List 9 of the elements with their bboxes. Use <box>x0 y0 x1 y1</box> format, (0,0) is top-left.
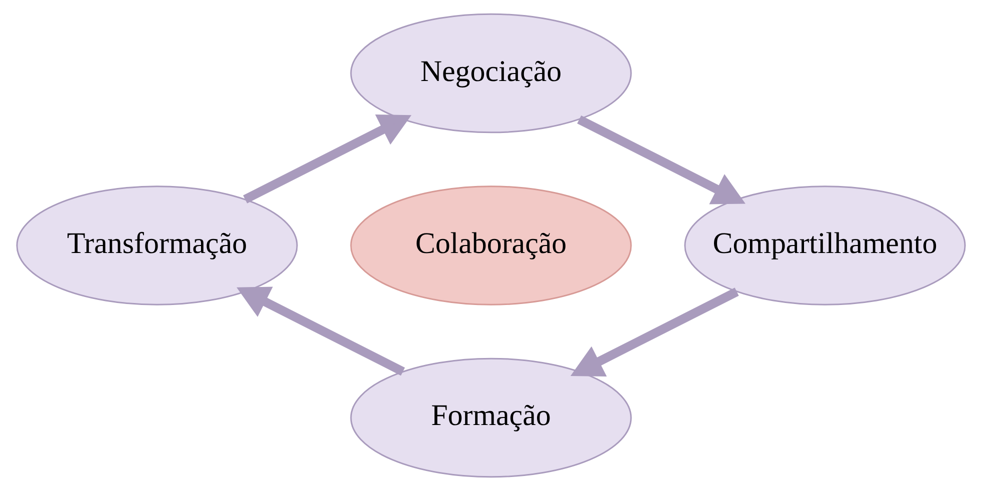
node-ellipse: Formação <box>350 358 632 478</box>
arrow <box>236 286 404 376</box>
arrow <box>242 114 411 204</box>
node-ellipse: Negociação <box>350 13 632 134</box>
arrow <box>570 288 738 376</box>
node-ellipse: Compartilhamento <box>684 186 966 306</box>
arrow <box>576 115 745 204</box>
node-ellipse: Transformação <box>16 186 298 306</box>
node-ellipse: Colaboração <box>350 186 632 306</box>
